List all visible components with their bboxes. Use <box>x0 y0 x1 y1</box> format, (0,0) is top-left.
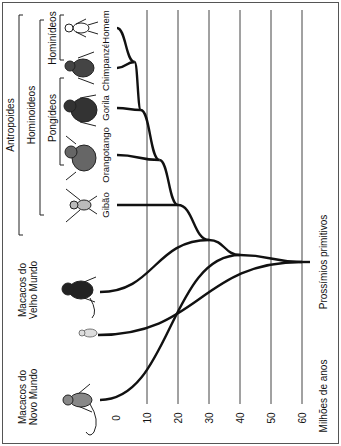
tree-branch <box>117 62 135 68</box>
tree-branch <box>178 205 209 240</box>
axis-tick-label: 0 <box>111 414 122 422</box>
group-label: Hominoideos <box>26 85 37 145</box>
group-label: Hominídeos <box>47 10 58 65</box>
phylogenetic-tree <box>98 28 310 400</box>
old-world-monkey-figure <box>62 277 96 318</box>
grid-line <box>240 10 241 404</box>
grid-lines <box>147 10 302 404</box>
grid-line <box>302 10 303 404</box>
grid-line <box>209 10 210 404</box>
axis-tick-label: 60 <box>297 411 308 424</box>
tree-stem <box>302 261 310 263</box>
chimpanzee-figure <box>65 52 94 84</box>
bracket <box>40 20 44 215</box>
tree-branch <box>117 28 135 62</box>
group-label: Pongídeos <box>47 93 58 143</box>
species-label: Orangotango <box>101 126 111 183</box>
new-world-monkey-figure <box>63 384 96 435</box>
tree-branch <box>209 240 240 255</box>
tree-branch <box>141 110 160 160</box>
bracket <box>19 15 23 235</box>
group-label: Antropoides <box>5 97 16 152</box>
tree-branch <box>100 255 240 400</box>
bracket <box>60 78 64 165</box>
tree-branch <box>135 62 141 110</box>
prosimian-figure <box>79 329 97 337</box>
tree-branch <box>117 204 178 206</box>
species-label: Chimpanzé <box>101 42 111 92</box>
axis-tick-label: 50 <box>266 411 277 424</box>
human-figure <box>65 19 98 37</box>
bracket <box>60 15 64 60</box>
axis-title: Milhões de anos <box>318 359 329 434</box>
orangutan-figure <box>65 136 96 180</box>
tree-branch <box>98 262 302 335</box>
clade-label: Macacos do Novo Mundo <box>17 365 39 429</box>
species-label: Gibão <box>101 191 111 218</box>
gibbon-figure <box>66 189 97 222</box>
species-label: Gorila <box>101 94 111 121</box>
tree-branch <box>117 108 141 110</box>
species-label: Homem <box>101 9 111 44</box>
frame <box>3 3 339 444</box>
axis-tick-label: 20 <box>173 411 184 424</box>
tree-branch <box>240 255 302 262</box>
axis-tick-label: 10 <box>142 411 153 424</box>
axis-tick-label: 30 <box>204 411 215 424</box>
grid-line <box>178 10 179 404</box>
tree-branch <box>159 160 178 205</box>
tree-branch <box>117 155 159 160</box>
animals <box>62 19 98 435</box>
clade-label: Macacos do Velho Mundo <box>17 256 39 324</box>
tree-branch <box>100 240 209 292</box>
axis-tick-label: 40 <box>235 411 246 424</box>
grid-line <box>147 10 148 404</box>
root-label: Prossímios primitivos <box>318 214 329 310</box>
gorilla-figure <box>64 95 97 126</box>
grid-line <box>271 10 272 404</box>
